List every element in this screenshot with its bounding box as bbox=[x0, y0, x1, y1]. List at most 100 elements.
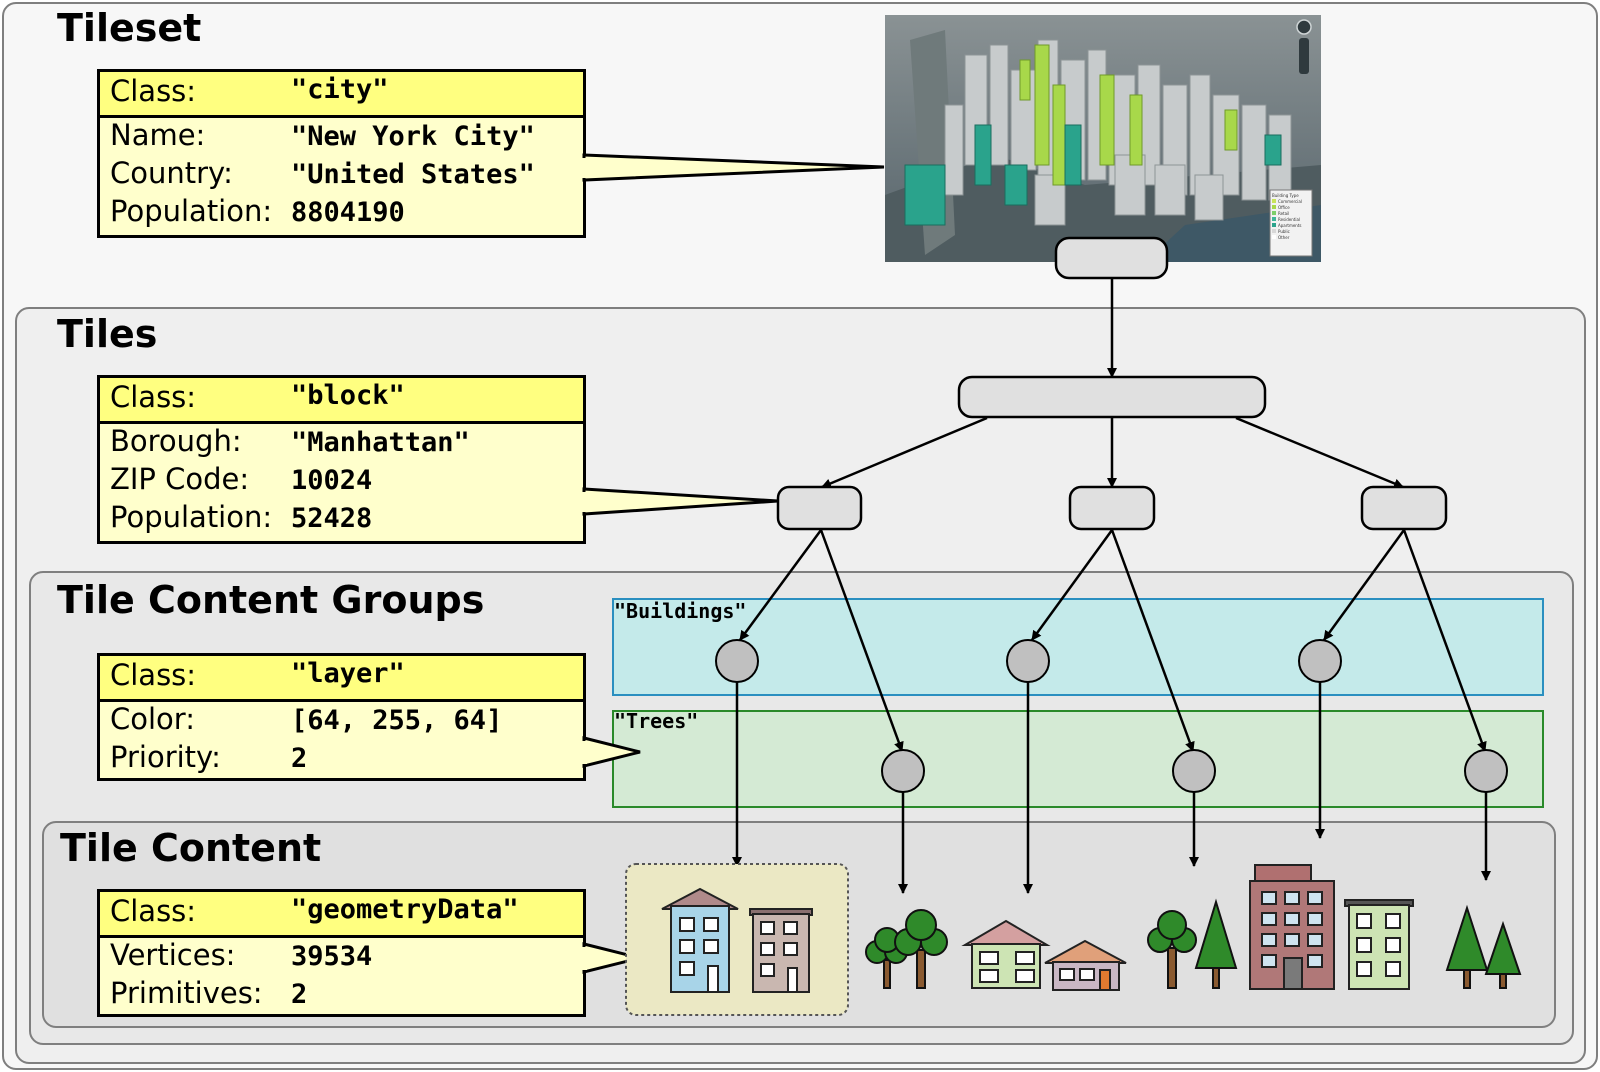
building-icon bbox=[1344, 899, 1414, 990]
map-legend-title: Building Type bbox=[1272, 193, 1299, 198]
map-legend-item: Apartments bbox=[1272, 223, 1312, 229]
tile-content-title: Tile Content bbox=[60, 826, 322, 870]
map-legend-swatch bbox=[1272, 211, 1276, 215]
property-row: Population: 52428 bbox=[100, 500, 583, 538]
map-legend-label: Office bbox=[1278, 205, 1290, 210]
trees-content-node bbox=[1464, 749, 1508, 793]
map-legend-item: Residential bbox=[1272, 217, 1312, 223]
edge-arrow bbox=[819, 529, 904, 752]
property-row: Population: 8804190 bbox=[100, 194, 583, 232]
map-legend-swatch bbox=[1272, 205, 1276, 209]
property-row: Name: "New York City" bbox=[100, 118, 583, 156]
trees-group-band bbox=[612, 710, 1544, 808]
property-row: Priority: 2 bbox=[100, 740, 583, 778]
class-header: Class: "layer" bbox=[100, 656, 583, 702]
groups-callout bbox=[582, 736, 641, 768]
tile-node bbox=[1068, 485, 1156, 531]
edge-arrow bbox=[1322, 529, 1406, 641]
trees-content-node bbox=[1172, 749, 1216, 793]
property-row: Color: [64, 255, 64] bbox=[100, 702, 583, 740]
property-row: Country: "United States" bbox=[100, 156, 583, 194]
class-value: "block" bbox=[291, 380, 405, 411]
building-icon bbox=[661, 887, 739, 993]
tiles-info-box: Class: "block" Borough: "Manhattan" ZIP … bbox=[97, 375, 586, 544]
tile-node bbox=[957, 375, 1267, 419]
map-legend-label: Commercial bbox=[1278, 199, 1302, 204]
tileset-callout bbox=[582, 153, 885, 182]
property-label: Population: bbox=[110, 500, 273, 534]
house-icon bbox=[961, 919, 1051, 989]
class-header: Class: "city" bbox=[100, 72, 583, 118]
property-value: [64, 255, 64] bbox=[291, 705, 503, 736]
highlighted-content-box bbox=[625, 863, 849, 1016]
property-value: 2 bbox=[291, 979, 308, 1010]
trees-content-node bbox=[881, 749, 925, 793]
map-legend-label: Public bbox=[1278, 229, 1290, 234]
property-label: Vertices: bbox=[110, 938, 236, 972]
map-legend-item: Retail bbox=[1272, 211, 1312, 217]
tree-icon bbox=[894, 909, 948, 989]
tileset-info-box: Class: "city" Name: "New York City" Coun… bbox=[97, 69, 586, 238]
property-row: Vertices: 39534 bbox=[100, 938, 583, 976]
map-legend-swatch bbox=[1272, 235, 1276, 239]
house-icon bbox=[1044, 939, 1127, 991]
map-legend-swatch bbox=[1272, 229, 1276, 233]
property-value: "United States" bbox=[291, 159, 535, 190]
edge-arrow bbox=[1110, 529, 1195, 752]
root-tile-node bbox=[1054, 236, 1169, 280]
map-legend-label: Apartments bbox=[1278, 223, 1302, 228]
class-label: Class: bbox=[110, 74, 197, 108]
buildings-group-band bbox=[612, 598, 1544, 696]
tree-icon bbox=[1147, 910, 1197, 989]
property-label: Priority: bbox=[110, 740, 221, 774]
property-value: 2 bbox=[291, 743, 308, 774]
buildings-group-label: "Buildings" bbox=[614, 599, 747, 623]
map-legend-item: Other bbox=[1272, 235, 1312, 241]
property-label: Borough: bbox=[110, 424, 242, 458]
pine-tree-icon bbox=[1484, 920, 1522, 989]
tileset-title: Tileset bbox=[57, 6, 202, 50]
property-value: 39534 bbox=[291, 941, 373, 972]
property-label: ZIP Code: bbox=[110, 462, 250, 496]
class-label: Class: bbox=[110, 380, 197, 414]
property-label: Primitives: bbox=[110, 976, 263, 1010]
property-row: Primitives: 2 bbox=[100, 976, 583, 1014]
tile-content-groups-title: Tile Content Groups bbox=[57, 578, 485, 622]
property-row: ZIP Code: 10024 bbox=[100, 462, 583, 500]
map-legend-item: Commercial bbox=[1272, 199, 1312, 205]
class-value: "layer" bbox=[291, 658, 405, 689]
property-value: "New York City" bbox=[291, 121, 535, 152]
pine-tree-icon bbox=[1194, 898, 1238, 989]
class-label: Class: bbox=[110, 658, 197, 692]
tall-building-icon bbox=[1249, 864, 1335, 990]
map-legend-swatch bbox=[1272, 217, 1276, 221]
tiles-title: Tiles bbox=[57, 312, 158, 356]
edge-arrow bbox=[1030, 529, 1114, 641]
property-label: Country: bbox=[110, 156, 233, 190]
map-legend-label: Residential bbox=[1278, 217, 1301, 222]
class-label: Class: bbox=[110, 894, 197, 928]
pine-tree-icon bbox=[1445, 904, 1489, 989]
property-value: 10024 bbox=[291, 465, 373, 496]
building-icon bbox=[749, 908, 813, 993]
map-legend-label: Retail bbox=[1278, 211, 1290, 216]
tile-node bbox=[1360, 485, 1448, 531]
map-legend-label: Other bbox=[1278, 235, 1290, 240]
class-header: Class: "geometryData" bbox=[100, 892, 583, 938]
edge-arrow bbox=[1402, 529, 1487, 752]
map-legend-swatch bbox=[1272, 199, 1276, 203]
map-legend-item: Public bbox=[1272, 229, 1312, 235]
property-value: 52428 bbox=[291, 503, 373, 534]
buildings-content-node bbox=[1298, 639, 1342, 683]
class-header: Class: "block" bbox=[100, 378, 583, 424]
edge-arrow bbox=[821, 416, 988, 489]
edge-arrow bbox=[1235, 416, 1404, 489]
tiles-callout bbox=[582, 487, 779, 516]
content-info-box: Class: "geometryData" Vertices: 39534 Pr… bbox=[97, 889, 586, 1017]
trees-group-label: "Trees" bbox=[614, 709, 699, 733]
map-legend-item: Office bbox=[1272, 205, 1312, 211]
groups-info-box: Class: "layer" Color: [64, 255, 64] Prio… bbox=[97, 653, 586, 781]
map-legend-swatch bbox=[1272, 223, 1276, 227]
